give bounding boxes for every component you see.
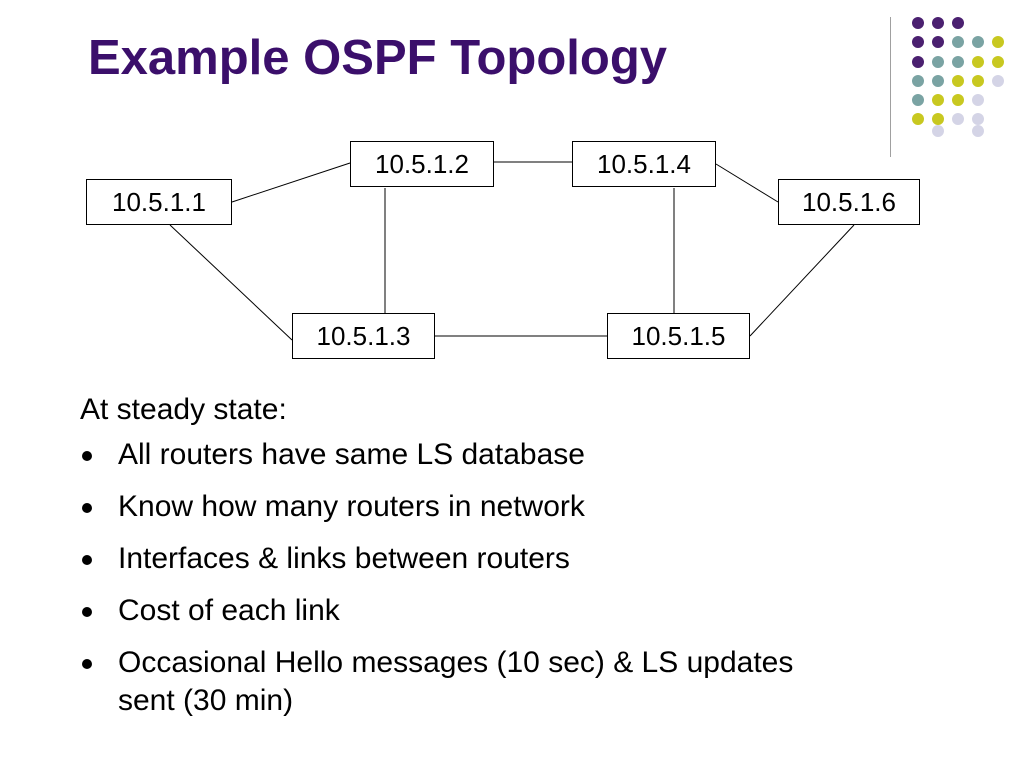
router-node-10-5-1-1: 10.5.1.1 bbox=[86, 179, 232, 225]
topology-links bbox=[169, 161, 855, 341]
bullet-item: Know how many routers in network bbox=[80, 488, 980, 526]
link-r1-r2 bbox=[231, 162, 351, 203]
router-label: 10.5.1.5 bbox=[631, 321, 726, 351]
bullet-icon bbox=[82, 503, 92, 513]
bullet-item: Interfaces & links between routers bbox=[80, 540, 980, 578]
link-r4-r6 bbox=[715, 163, 779, 203]
router-node-10-5-1-3: 10.5.1.3 bbox=[292, 313, 435, 359]
link-r5-r6 bbox=[749, 224, 855, 337]
bullet-item: Cost of each link bbox=[80, 592, 980, 630]
router-label: 10.5.1.2 bbox=[375, 149, 469, 179]
bullet-text: Cost of each link bbox=[118, 594, 340, 627]
bullet-text: Interfaces & links between routers bbox=[118, 542, 570, 575]
bullet-text: Occasional Hello messages (10 sec) & LS … bbox=[118, 646, 794, 717]
slide-body: At steady state: All routers have same L… bbox=[80, 388, 980, 734]
link-r1-r3 bbox=[169, 224, 293, 341]
slide-title: Example OSPF Topology bbox=[88, 31, 668, 85]
bullet-icon bbox=[82, 659, 92, 669]
bullet-item: All routers have same LS database bbox=[80, 436, 980, 474]
router-label: 10.5.1.6 bbox=[802, 187, 896, 217]
router-label: 10.5.1.1 bbox=[112, 187, 206, 217]
bullet-text: All routers have same LS database bbox=[118, 438, 585, 471]
router-node-10-5-1-4: 10.5.1.4 bbox=[572, 141, 716, 187]
router-label: 10.5.1.4 bbox=[597, 149, 691, 179]
bullet-icon bbox=[82, 555, 92, 565]
bullet-list: All routers have same LS database Know h… bbox=[80, 436, 980, 720]
ospf-topology-diagram: 10.5.1.1 10.5.1.2 10.5.1.3 10.5.1.4 10.5… bbox=[0, 0, 1024, 380]
bullet-text: Know how many routers in network bbox=[118, 490, 585, 523]
router-label: 10.5.1.3 bbox=[316, 321, 411, 351]
divider-line bbox=[890, 17, 891, 157]
intro-text: At steady state: bbox=[80, 393, 287, 426]
bullet-icon bbox=[82, 451, 92, 461]
router-node-10-5-1-2: 10.5.1.2 bbox=[350, 141, 494, 187]
bullet-icon bbox=[82, 607, 92, 617]
router-node-10-5-1-5: 10.5.1.5 bbox=[607, 313, 750, 359]
bullet-item: Occasional Hello messages (10 sec) & LS … bbox=[80, 644, 980, 720]
router-node-10-5-1-6: 10.5.1.6 bbox=[778, 179, 920, 225]
